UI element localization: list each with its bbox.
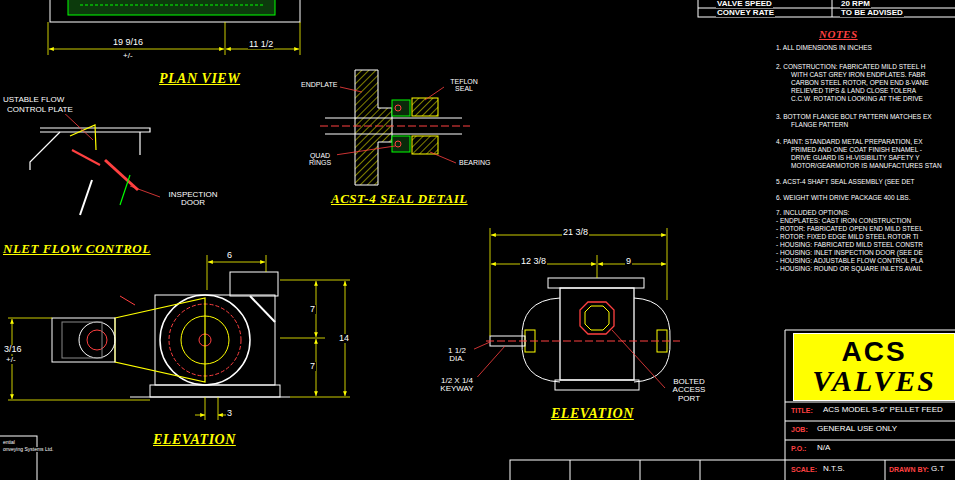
table-cell: VALVE SPEED — [716, 0, 773, 8]
dimension: 14 — [338, 334, 350, 343]
dimension: 11 1/2 — [248, 40, 274, 49]
note-line: MOTOR/GEARMOTOR IS MANUFACTURES STAN — [790, 163, 943, 170]
logo-box: ACSVALVES — [793, 333, 955, 401]
table-cell: CONVEY RATE — [716, 9, 775, 17]
view-title: ELEVATION — [550, 407, 635, 422]
note-line: 1. ALL DIMENSIONS IN INCHES — [775, 45, 873, 52]
dimension: 21 3/8 — [562, 228, 589, 237]
dimension: 19 9/16 — [112, 38, 144, 47]
front-elevation — [472, 228, 680, 390]
callout-label: INSPECTION DOOR — [163, 191, 223, 208]
note-line: 4. PAINT: STANDARD METAL PREPARATION, EX — [775, 139, 924, 146]
field-name: P.O.: — [790, 445, 807, 452]
view-title: NLET FLOW CONTROL — [2, 242, 152, 256]
callout-label: BOLTED ACCESS PORT — [668, 378, 710, 403]
field-value: N/A — [816, 444, 831, 452]
field-name: JOB: — [790, 426, 809, 433]
note-line: CARBON STEEL ROTOR, OPEN END 8-VANE — [790, 80, 930, 87]
view-title: ELEVATION — [152, 433, 237, 448]
spec-table — [698, 0, 955, 17]
company-note: onveying Systems Ltd. — [2, 447, 54, 452]
note-line: - HOUSING: INLET INSPECTION DOOR (SEE DE — [775, 250, 924, 257]
note-line: WITH CAST GREY IRON ENDPLATES. FABR — [790, 72, 926, 79]
field-value: N.T.S. — [822, 465, 846, 473]
table-cell: TO BE ADVISED — [840, 9, 904, 17]
note-line: - ENDPLATES: CAST IRON CONSTRUCTION — [775, 218, 912, 225]
note-line: - HOUSING: ROUND OR SQUARE INLETS AVAIL — [775, 266, 923, 273]
notes-heading: NOTES — [818, 29, 859, 41]
dimension: 6 — [226, 251, 233, 260]
field-value: G.T — [930, 465, 945, 473]
dimension: 9 — [625, 257, 632, 266]
logo-text: ACS — [841, 338, 906, 366]
company-note: ential — [2, 440, 16, 445]
inlet-flow-control — [30, 109, 160, 215]
plan-view — [48, 0, 300, 55]
callout-label: TEFLON SEAL — [446, 78, 482, 93]
note-line: FLANGE PATTERN — [790, 122, 849, 129]
field-value: GENERAL USE ONLY — [816, 425, 898, 433]
dimension: +/- — [122, 52, 134, 60]
dimension: 3/16 — [3, 345, 23, 354]
view-title: ACST-4 SEAL DETAIL — [330, 192, 469, 206]
table-cell: 20 RPM — [840, 0, 871, 8]
note-line: - HOUSING: ADJUSTABLE FLOW CONTROL PLA — [775, 258, 924, 265]
callout-label: BEARING — [458, 159, 492, 166]
note-line: 2. CONSTRUCTION: FABRICATED MILD STEEL H — [775, 64, 927, 71]
note-line: - ROTOR: FABRICATED OPEN END MILD STEEL — [775, 226, 924, 233]
dimension: 7 — [309, 362, 316, 371]
field-name: SCALE: — [790, 466, 818, 473]
note-line: 5. ACST-4 SHAFT SEAL ASSEMBLY (SEE DET — [775, 179, 915, 186]
field-name: TITLE: — [790, 407, 814, 414]
callout-label: USTABLE FLOW — [2, 96, 65, 104]
dimension: 1 1/2 DIA. — [440, 347, 474, 364]
callout-label: ENDPLATE — [300, 81, 338, 88]
note-line: - HOUSING: FABRICATED MILD STEEL CONSTR — [775, 242, 924, 249]
dimension: 3 — [226, 409, 233, 418]
title-block — [0, 330, 955, 480]
field-name: DRAWN BY: — [888, 466, 930, 473]
note-line: - ROTOR: FIXED EDGE MILD STEEL ROTOR TI — [775, 234, 919, 241]
note-line: PRIMED AND ONE COAT FINISH ENAMEL - — [790, 147, 923, 154]
callout-label: QUAD RINGS — [303, 152, 337, 167]
dimension: 12 3/8 — [520, 257, 547, 266]
view-title: PLAN VIEW — [158, 72, 241, 87]
note-line: 6. WEIGHT WITH DRIVE PACKAGE 400 LBS. — [775, 195, 912, 202]
logo-subtext: VALVES — [812, 366, 936, 396]
field-value: ACS MODEL S-6" PELLET FEED — [822, 406, 944, 414]
note-line: 7. INCLUDED OPTIONS: — [775, 210, 850, 217]
note-line: 3. BOTTOM FLANGE BOLT PATTERN MATCHES EX — [775, 114, 933, 121]
dimension: 1/2 X 1/4 KEYWAY — [432, 377, 482, 394]
side-elevation — [8, 255, 350, 420]
note-line: C.C.W. ROTATION LOOKING AT THE DRIVE — [790, 96, 924, 103]
callout-label: CONTROL PLATE — [6, 106, 74, 114]
note-line: RELIEVED TIPS & LAND CLOSE TOLERA — [790, 88, 917, 95]
dimension: +/- — [5, 356, 17, 364]
dimension: 7 — [309, 305, 316, 314]
note-line: DRIVE GUARD IS HI-VISIBILITY SAFETY Y — [790, 155, 921, 162]
